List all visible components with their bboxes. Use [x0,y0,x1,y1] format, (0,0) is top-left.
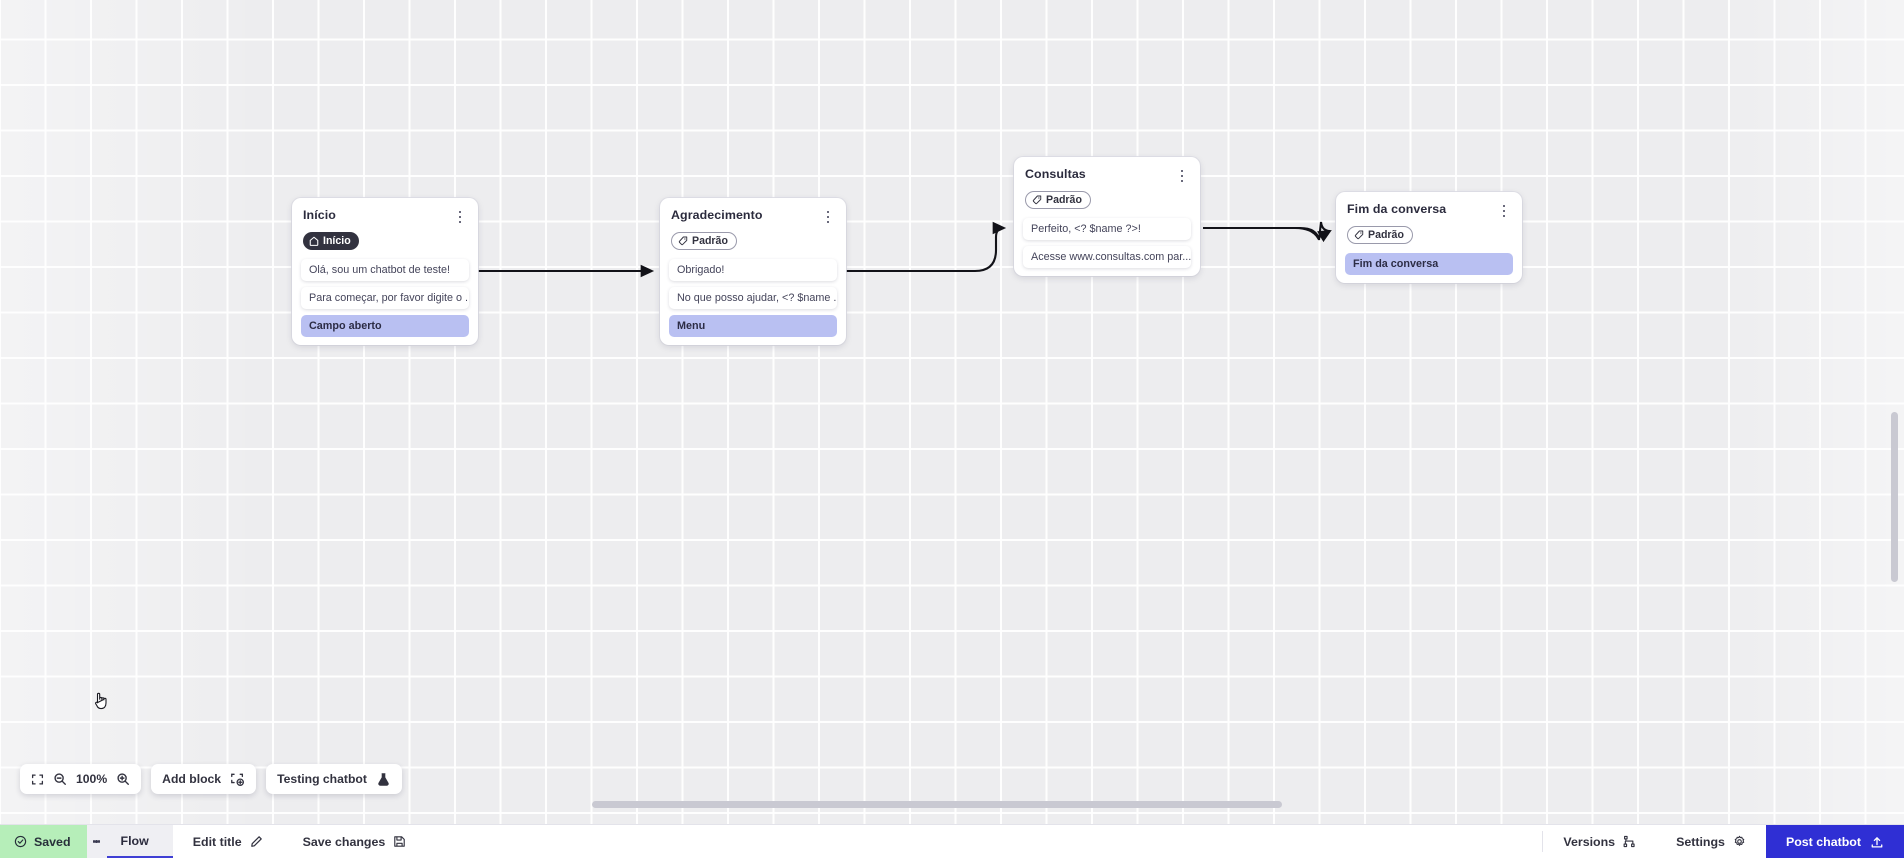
message-row[interactable]: Acesse www.consultas.com par... [1023,246,1191,268]
node-header: Consultas [1023,166,1191,184]
save-changes-button[interactable]: Save changes [283,825,427,858]
edit-title-label: Edit title [192,834,242,849]
badge-start[interactable]: Início [303,232,359,250]
fit-screen-icon[interactable] [31,773,44,786]
node-title: Fim da conversa [1347,202,1447,216]
branch-icon [1623,835,1636,848]
node-menu-button[interactable] [1175,168,1189,184]
settings-button[interactable]: Settings [1656,825,1766,858]
status-bar: Saved Flow Edit title Save changes [0,824,1904,858]
save-changes-label: Save changes [302,834,386,849]
check-circle-icon [14,835,27,848]
message-row[interactable]: Para começar, por favor digite o ... [301,287,469,309]
versions-label: Versions [1563,834,1616,849]
upload-icon [1870,835,1884,849]
zoom-controls: 100% [20,764,142,794]
gear-icon [1733,835,1746,848]
zoom-level-value: 100% [76,772,108,786]
badge-default[interactable]: Padrão [671,232,737,250]
node-title: Agradecimento [671,208,763,222]
edit-title-button[interactable]: Edit title [173,825,283,858]
tab-flow-label: Flow [120,833,149,848]
node-menu-button[interactable] [821,209,835,225]
tag-icon [1354,230,1364,240]
divider [1542,831,1544,852]
node-rows: Olá, sou um chatbot de teste! Para começ… [301,259,469,337]
node-header: Agradecimento [669,207,837,225]
tab-menu-button[interactable] [86,825,107,858]
node-title: Consultas [1025,167,1086,181]
canvas-toolbar: 100% Add block Testing chatbot [20,764,402,794]
node-rows: Fim da conversa [1345,253,1513,275]
post-chatbot-label: Post chatbot [1785,834,1861,849]
floppy-disk-icon [393,835,406,848]
badge-default-label: Padrão [692,234,728,247]
testing-chatbot-label: Testing chatbot [277,772,367,786]
tag-icon [1032,195,1042,205]
node-consultas[interactable]: Consultas Padrão Perfeito, <? $name ?>! … [1014,157,1200,276]
node-header: Início [301,207,469,225]
edge-agradecimento-consultas [846,221,1007,273]
flow-connectors [478,221,1332,278]
post-chatbot-button[interactable]: Post chatbot [1765,825,1904,858]
tab-flow[interactable]: Flow [106,825,173,858]
message-row[interactable]: No que posso ajudar, <? $name ... [669,287,837,309]
flask-icon [376,772,391,787]
node-badge-row: Padrão [1345,219,1513,245]
zoom-out-icon[interactable] [53,772,67,786]
node-inicio[interactable]: Início Início Olá, sou um chatbot de tes… [292,198,478,345]
node-badge-row: Início [301,225,469,251]
add-block-button[interactable]: Add block [151,764,257,794]
node-agradecimento[interactable]: Agradecimento Padrão Obrigado! No que po… [660,198,846,345]
status-bar-right: Versions Settings Post chatbot [1542,825,1904,858]
badge-default-label: Padrão [1046,193,1082,206]
badge-default[interactable]: Padrão [1347,226,1413,244]
action-row[interactable]: Menu [669,315,837,337]
zoom-in-icon[interactable] [116,772,130,786]
versions-button[interactable]: Versions [1543,825,1656,858]
node-header: Fim da conversa [1345,201,1513,219]
badge-start-label: Início [323,234,351,247]
tag-icon [678,236,688,246]
badge-default[interactable]: Padrão [1025,191,1091,209]
node-rows: Perfeito, <? $name ?>! Acesse www.consul… [1023,218,1191,268]
message-row[interactable]: Olá, sou um chatbot de teste! [301,259,469,281]
message-row[interactable]: Obrigado! [669,259,837,281]
action-row[interactable]: Campo aberto [301,315,469,337]
action-row[interactable]: Fim da conversa [1345,253,1513,275]
saved-status-badge: Saved [0,825,87,858]
home-icon [309,236,319,246]
node-rows: Obrigado! No que posso ajudar, <? $name … [669,259,837,337]
testing-chatbot-button[interactable]: Testing chatbot [266,764,402,794]
vertical-scrollbar[interactable] [1891,412,1898,582]
node-badge-row: Padrão [669,225,837,251]
node-fim-da-conversa[interactable]: Fim da conversa Padrão Fim da conversa [1336,192,1522,283]
flow-canvas[interactable]: Início Início Olá, sou um chatbot de tes… [0,0,1904,824]
status-bar-left: Saved Flow Edit title Save changes [0,825,426,858]
node-menu-button[interactable] [453,209,467,225]
add-block-icon [230,772,245,787]
message-row[interactable]: Perfeito, <? $name ?>! [1023,218,1191,240]
node-menu-button[interactable] [1497,203,1511,219]
badge-default-label: Padrão [1368,228,1404,241]
edge-consultas-fim [1203,226,1332,243]
horizontal-scrollbar[interactable] [592,801,1282,808]
pencil-icon [250,835,263,848]
add-block-label: Add block [162,772,222,786]
node-badge-row: Padrão [1023,184,1191,210]
saved-label: Saved [34,834,71,849]
node-title: Início [303,208,336,222]
settings-label: Settings [1676,834,1725,849]
